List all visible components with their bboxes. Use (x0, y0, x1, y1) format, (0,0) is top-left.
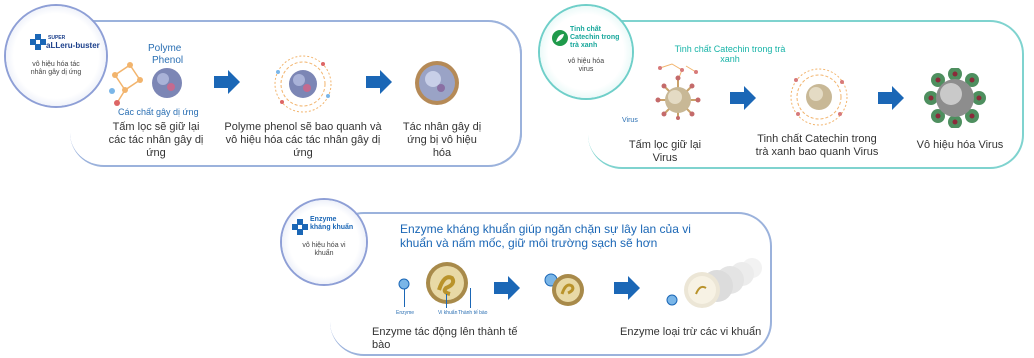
enzyme-badge-text: vô hiệu hóa vi khuẩn (302, 242, 346, 257)
label-bacteria: Vi khuẩn (438, 310, 458, 316)
catechin-badge: Tinh chất Catechin trong trà xanh vô hiệ… (540, 6, 632, 98)
arrow-right-icon (614, 276, 640, 300)
pointer-line-bacteria (446, 294, 447, 308)
allergy-badge-logo-icon (30, 34, 46, 55)
neutralized-virus-illustration (922, 67, 988, 129)
enzyme-panel (330, 212, 772, 356)
polyme-surrounding-illustration (268, 52, 338, 116)
allergy-step3-caption: Tác nhân gây dị ứng bị vô hiệu hóa (402, 121, 482, 159)
label-phenol: Phenol (152, 55, 184, 66)
allergy-brand-name: aLLeru-buster (46, 41, 100, 50)
neutralized-allergen-illustration (412, 58, 462, 108)
catechin-step3-caption: Vô hiệu hóa Virus (916, 139, 1004, 151)
allergen-molecule-illustration (105, 55, 195, 115)
pointer-line-enzyme (404, 289, 405, 307)
label-polyme: Polyme (148, 43, 182, 54)
arrow-right-icon (366, 70, 392, 94)
allergy-brand-super: SUPER (48, 35, 66, 41)
allergy-step1-caption: Tấm lọc sẽ giữ lại các tác nhân gây dị ứ… (108, 121, 204, 159)
catechin-badge-title: Tinh chất Catechin trong trà xanh (570, 26, 620, 49)
allergy-badge-text: vô hiệu hóa tác nhân gây dị ứng (30, 61, 82, 76)
label-cellwall: Thành tế bào (458, 310, 488, 316)
bacteria-cell-illustration (424, 260, 470, 306)
bacteria-eliminated-illustration (662, 256, 762, 312)
leaf-icon (552, 30, 568, 51)
arrow-right-icon (214, 70, 240, 94)
label-allergens: Các chất gây dị ứng (118, 107, 199, 117)
catechin-step1-caption: Tấm lọc giữ lại Virus (628, 139, 702, 164)
label-catechin: Tinh chất Catechin trong trà xanh (674, 44, 786, 64)
enzyme-step1-caption: Enzyme tác động lên thành tế bào (372, 326, 518, 351)
arrow-right-icon (494, 276, 520, 300)
enzyme-badge: Enzyme kháng khuẩn vô hiệu hóa vi khuẩn (282, 200, 366, 284)
enzyme-logo-icon (292, 219, 308, 240)
allergy-badge: SUPER aLLeru-buster vô hiệu hóa tác nhân… (6, 6, 106, 106)
enzyme-attack-illustration (542, 266, 588, 312)
virus-illustration (640, 60, 710, 120)
enzyme-step2-caption: Enzyme loại trừ các vi khuẩn (620, 326, 762, 338)
catechin-badge-text: vô hiệu hóa virus (567, 58, 605, 73)
catechin-panel (588, 20, 1024, 169)
enzyme-badge-title: Enzyme kháng khuẩn (310, 216, 354, 231)
catechin-step2-caption: Tinh chất Catechin trong trà xanh bao qu… (755, 133, 879, 158)
arrow-right-icon (878, 86, 904, 110)
allergy-step2-caption: Polyme phenol sẽ bao quanh và vô hiệu hó… (224, 121, 382, 159)
label-virus: Virus (622, 117, 638, 124)
label-enzyme: Enzyme (396, 310, 415, 316)
arrow-right-icon (730, 86, 756, 110)
catechin-surrounding-illustration (786, 66, 852, 128)
enzyme-headline: Enzyme kháng khuẩn giúp ngăn chặn sự lây… (400, 222, 691, 250)
pointer-line-cellwall (470, 288, 471, 308)
allergy-panel-top-edge (70, 20, 522, 167)
